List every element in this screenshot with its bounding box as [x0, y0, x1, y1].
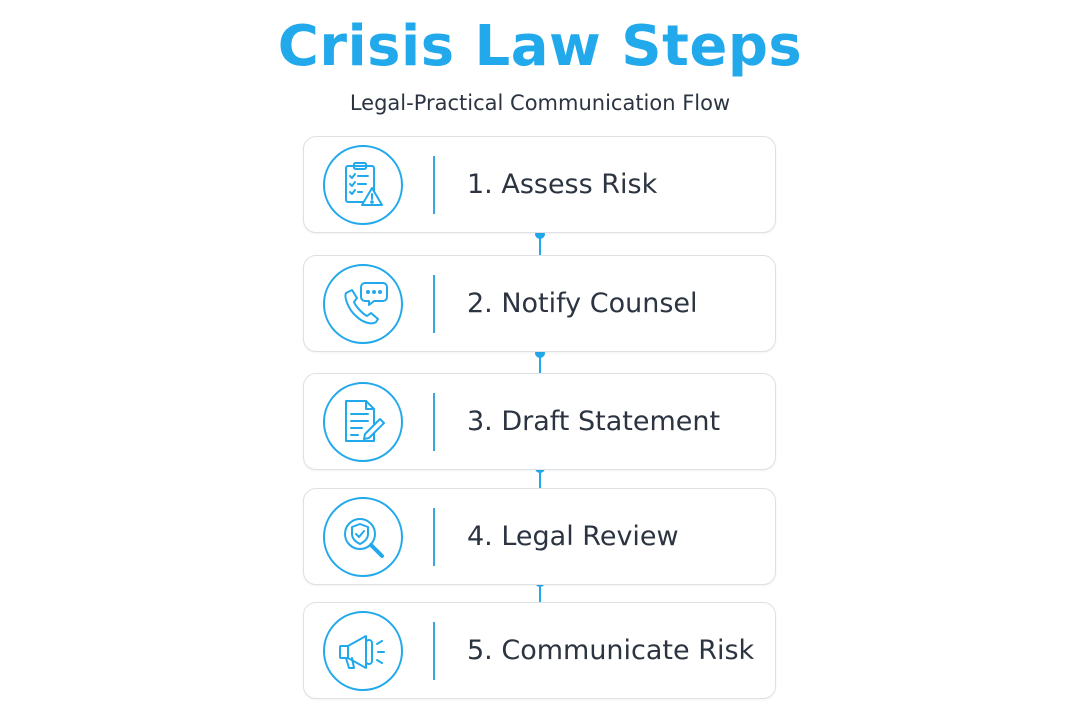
- clipboard-warning-icon: [322, 144, 404, 226]
- step-card-notify-counsel[interactable]: 2. Notify Counsel: [303, 255, 776, 352]
- step-label: 2. Notify Counsel: [467, 288, 698, 319]
- step-label: 1. Assess Risk: [467, 169, 658, 200]
- flow-connector: [535, 577, 545, 602]
- step-label: 5. Communicate Risk: [467, 635, 755, 666]
- step-label: 3. Draft Statement: [467, 406, 721, 437]
- flow-connector: [535, 229, 545, 256]
- flow-connector: [535, 348, 545, 373]
- step-divider: [433, 621, 435, 680]
- step-card-draft-statement[interactable]: 3. Draft Statement: [303, 373, 776, 470]
- step-label: 4. Legal Review: [467, 521, 679, 552]
- step-divider: [433, 507, 435, 566]
- flow-connector: [535, 463, 545, 488]
- page-title: Crisis Law Steps: [277, 14, 803, 79]
- document-pen-icon: [322, 381, 404, 463]
- step-card-communicate-risk[interactable]: 5. Communicate Risk: [303, 602, 776, 699]
- step-divider: [433, 155, 435, 214]
- step-card-assess-risk[interactable]: 1. Assess Risk: [303, 136, 776, 233]
- phone-chat-icon: [322, 263, 404, 345]
- step-card-legal-review[interactable]: 4. Legal Review: [303, 488, 776, 585]
- step-divider: [433, 274, 435, 333]
- shield-magnifier-icon: [322, 496, 404, 578]
- megaphone-icon: [322, 610, 404, 692]
- page-subtitle: Legal-Practical Communication Flow: [349, 91, 731, 115]
- step-divider: [433, 392, 435, 451]
